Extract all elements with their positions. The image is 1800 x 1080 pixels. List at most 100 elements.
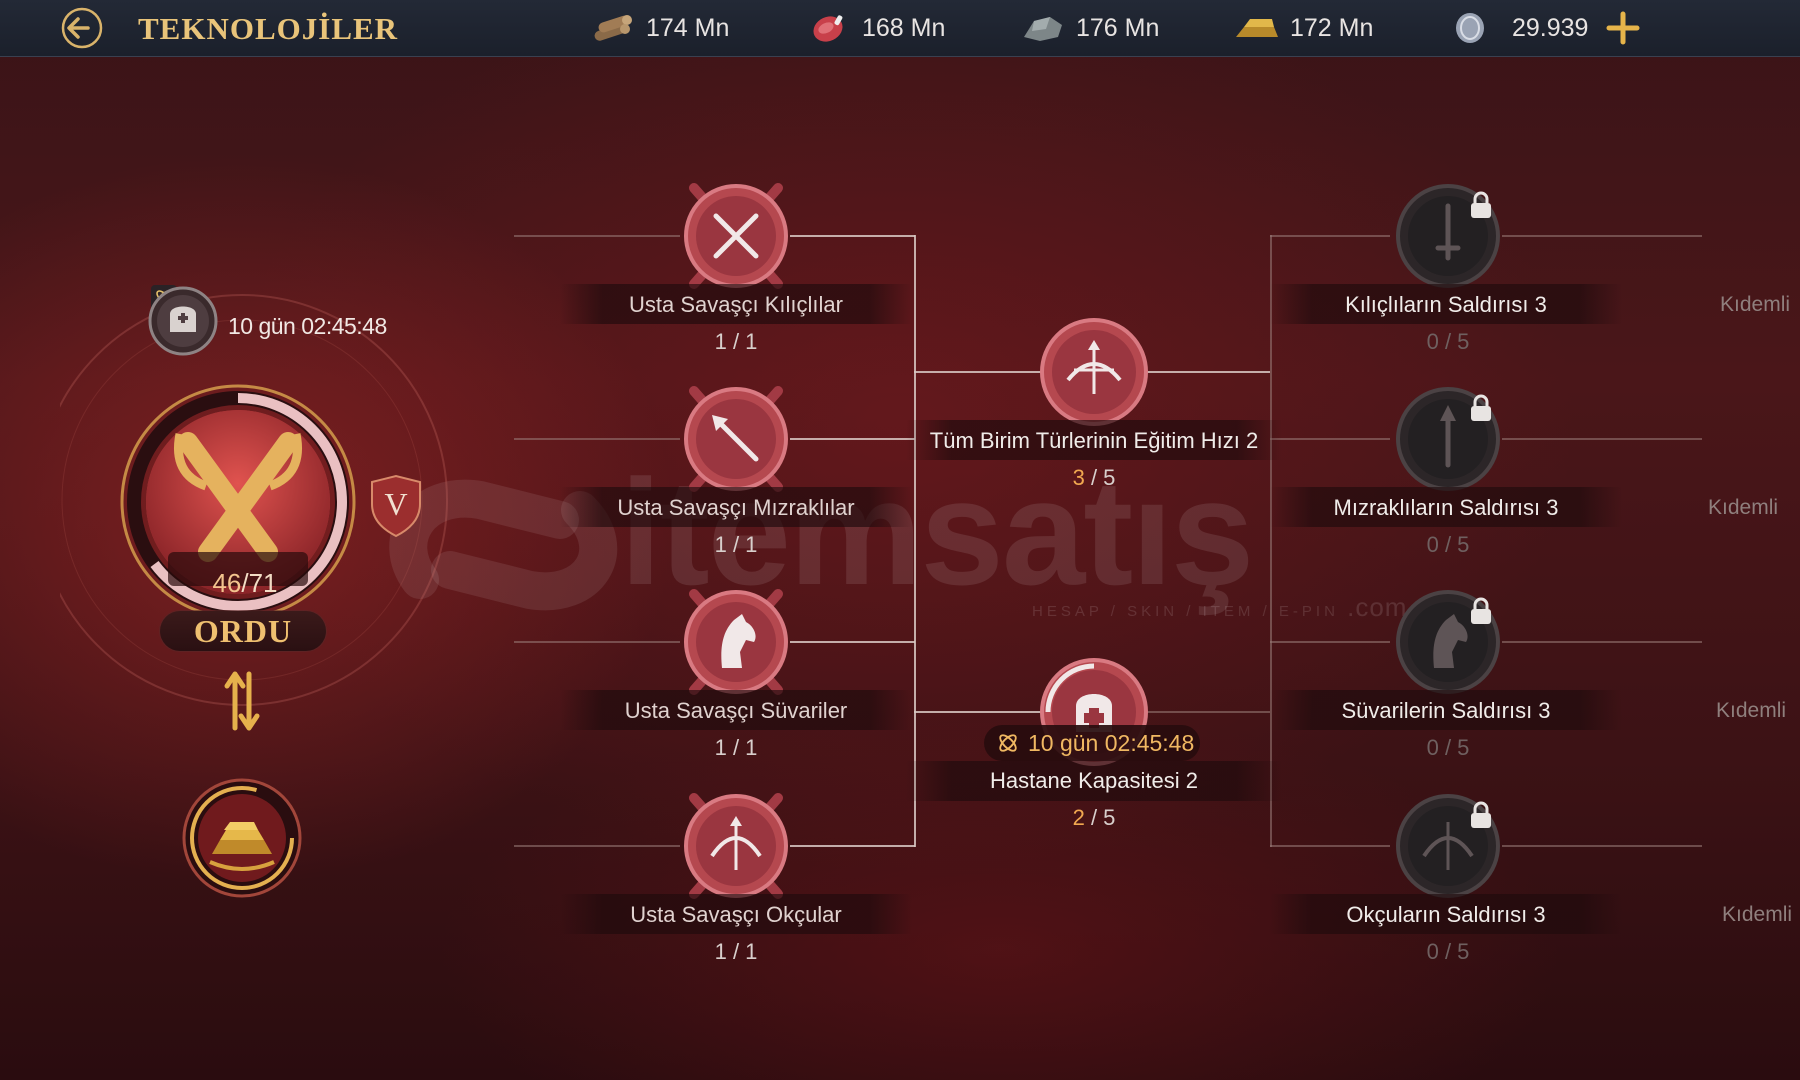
tech-label: Hastane Kapasitesi 2: [990, 768, 1198, 793]
resource-gold[interactable]: 172 Mn: [1234, 10, 1373, 46]
page-title: TEKNOLOJİLER: [138, 11, 399, 46]
partial-tech-label[interactable]: Kıdemli: [1722, 903, 1793, 926]
gold-value: 172 Mn: [1290, 13, 1374, 42]
lock-icon: [1471, 191, 1491, 218]
resource-wood[interactable]: 174 Mn: [590, 10, 729, 46]
tech-node-master-spearmen[interactable]: [676, 379, 796, 499]
tech-level: 1 / 1: [714, 532, 758, 557]
spear-icon: [1440, 405, 1456, 468]
partial-tech-label[interactable]: Kıdemli: [1708, 496, 1779, 519]
tech-level: 0 / 5: [1426, 532, 1470, 557]
silver-value: 29.939: [1512, 13, 1589, 42]
partial-tech-label[interactable]: Kıdemli: [1720, 293, 1791, 316]
tech-label: Mızraklıların Saldırısı 3: [1333, 495, 1559, 520]
tech-level: 1 / 1: [714, 939, 758, 964]
wood-logs-icon: [594, 15, 632, 41]
connector: [790, 438, 915, 440]
connector: [514, 438, 680, 440]
sword-icon: [1435, 203, 1461, 261]
label-band: [906, 420, 1282, 460]
horse-head-icon: [1433, 614, 1468, 668]
lock-icon: [1471, 394, 1491, 421]
bow-icon: [710, 816, 762, 870]
level-rest: / 5: [1084, 805, 1116, 830]
connector: [1502, 235, 1702, 237]
tech-label: Süvarilerin Saldırısı 3: [1341, 698, 1551, 723]
tech-node-master-cavalry[interactable]: [676, 582, 796, 702]
horse-head-icon: [721, 614, 756, 668]
rank-shield-icon[interactable]: [368, 474, 424, 538]
connector: [1502, 641, 1702, 643]
tech-level: 3 / 5: [1038, 465, 1150, 491]
tech-level: 0 / 5: [1426, 329, 1470, 354]
helmet-cross-icon: [1076, 694, 1112, 732]
spear-icon: [712, 415, 759, 462]
connector: [1140, 371, 1270, 373]
connector: [914, 711, 1044, 713]
tech-label: Okçuların Saldırısı 3: [1346, 902, 1546, 927]
tech-level: 0 / 5: [1426, 735, 1470, 760]
tech-level: 2 / 5: [1038, 805, 1150, 831]
training-bow-icon: [1066, 340, 1122, 394]
army-category-emblem[interactable]: [118, 382, 358, 622]
level-current: 2: [1072, 805, 1085, 830]
level-current: 3: [1072, 465, 1085, 490]
switch-category-icon[interactable]: [222, 668, 262, 734]
rank-label: V: [384, 486, 408, 522]
tech-label: Usta Savaşçı Mızraklılar: [617, 495, 855, 520]
resource-silver[interactable]: 29.939: [1448, 10, 1588, 46]
connector: [1270, 235, 1390, 237]
level-rest: / 5: [1084, 465, 1116, 490]
lock-icon: [1471, 801, 1491, 828]
stone-value: 176 Mn: [1076, 13, 1160, 42]
research-timer-badge: 10 gün 02:45:48: [984, 725, 1200, 761]
connector: [1270, 438, 1390, 440]
connector: [514, 845, 680, 847]
connector: [790, 641, 915, 643]
label-band: [1270, 690, 1622, 730]
hospital-research-icon[interactable]: [146, 284, 220, 358]
resource-stone[interactable]: 176 Mn: [1020, 10, 1159, 46]
research-timer: 10 gün 02:45:48: [228, 313, 387, 339]
connector: [790, 235, 915, 237]
lock-icon: [1471, 597, 1491, 624]
node-timer-text: 10 gün 02:45:48: [1028, 729, 1195, 756]
silver-coin-icon: [1456, 13, 1484, 43]
tech-label: Usta Savaşçı Kılıçlılar: [629, 292, 843, 317]
connector: [1270, 845, 1390, 847]
connector: [914, 235, 916, 847]
label-band: [1270, 894, 1622, 934]
label-band: [906, 761, 1282, 801]
top-bar: TEKNOLOJİLER 174 Mn 168 Mn 176 Mn 172 Mn: [0, 0, 1800, 57]
research-atom-icon: [999, 734, 1017, 752]
tech-level: 0 / 5: [1426, 939, 1470, 964]
tech-node-training-speed[interactable]: [1034, 312, 1154, 432]
progress-total: /71: [241, 568, 278, 598]
back-arrow-icon[interactable]: [58, 6, 108, 50]
connector: [1270, 641, 1390, 643]
connector: [790, 845, 915, 847]
economy-category-icon[interactable]: [180, 776, 304, 900]
connector: [1502, 438, 1702, 440]
label-band: [560, 894, 912, 934]
gold-bars-icon: [1236, 19, 1278, 37]
label-band: [1270, 284, 1622, 324]
connector: [1140, 711, 1270, 713]
connector: [1270, 235, 1272, 847]
tech-level: 1 / 1: [714, 329, 758, 354]
connector: [514, 641, 680, 643]
watermark-tagline: HESAP / SKIN / ITEM / E-PIN .com: [1032, 592, 1407, 623]
progress-current: 46: [212, 568, 242, 598]
tech-node-master-archers[interactable]: [676, 786, 796, 906]
partial-tech-label[interactable]: Kıdemli: [1716, 699, 1787, 722]
tech-node-master-swordsmen[interactable]: [676, 176, 796, 296]
crossed-swords-icon: [713, 213, 759, 259]
label-band: [560, 284, 912, 324]
resource-food[interactable]: 168 Mn: [806, 10, 945, 46]
tech-level: 1 / 1: [714, 735, 758, 760]
tech-node-cavalry-attack[interactable]: [1388, 582, 1508, 702]
connector: [914, 371, 1044, 373]
watermark-tagline-text: HESAP / SKIN / ITEM / E-PIN: [1032, 603, 1339, 620]
tech-label: Usta Savaşçı Okçular: [630, 902, 842, 927]
add-currency-button[interactable]: [1605, 10, 1641, 46]
